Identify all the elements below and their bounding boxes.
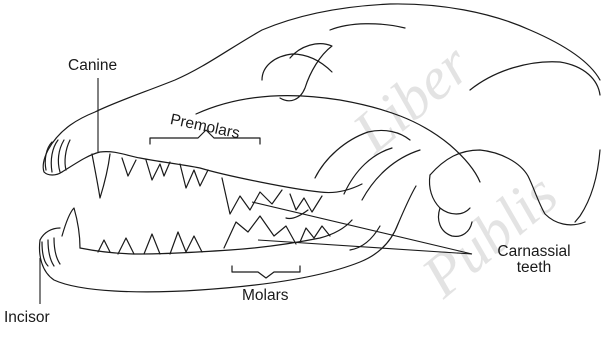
label-canine: Canine xyxy=(68,58,117,74)
molars-bracket xyxy=(232,266,300,278)
svg-text:Liber: Liber xyxy=(340,31,483,166)
svg-text:Publis: Publis xyxy=(409,160,570,310)
label-molars: Molars xyxy=(242,288,289,304)
label-carnassial-teeth: Carnassial teeth xyxy=(474,244,594,277)
label-carnassial-line1: Carnassial xyxy=(474,244,594,260)
label-incisor: Incisor xyxy=(4,310,50,326)
label-carnassial-line2: teeth xyxy=(474,260,594,276)
upper-jaw xyxy=(43,140,362,219)
